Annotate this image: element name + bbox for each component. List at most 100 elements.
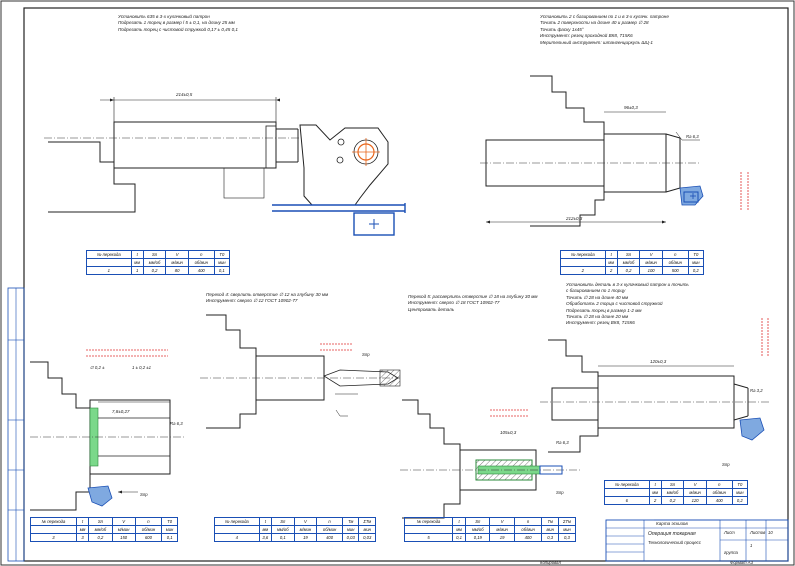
footer-copied: Копировал bbox=[540, 560, 561, 565]
title-block bbox=[605, 519, 789, 562]
title-block-sheet-count: 10 bbox=[768, 530, 773, 535]
value-cell: 600 bbox=[134, 533, 163, 542]
sketch-3: 7,8±0,27 Sпр Ra 6,3 ∅ 0,2 ± 1 ± 0,2 ±1 bbox=[30, 349, 186, 511]
th-n: n bbox=[316, 517, 344, 526]
value-cell: 2 bbox=[648, 496, 662, 505]
value-cell: 400 bbox=[316, 533, 344, 542]
value-cell: 400 bbox=[187, 266, 215, 275]
note-line: Точить 2 поверхности на длине 40 и разме… bbox=[540, 20, 649, 26]
th-s: Sп bbox=[465, 517, 491, 526]
unit-cell: мин bbox=[161, 525, 178, 534]
unit-cell: мин bbox=[342, 525, 360, 534]
th-v: V bbox=[165, 250, 189, 259]
unit-cell: об/мин bbox=[661, 258, 689, 267]
note-line: Инструмент: сверло ∅ 12 ГОСТ 10902-77 bbox=[206, 298, 298, 304]
value-cell: 0,3 bbox=[541, 533, 559, 542]
unit-cell: мин bbox=[358, 525, 376, 534]
unit-cell: мм/об bbox=[142, 258, 167, 267]
note-mid-left: Переход 4: сверлить отверстие ∅ 12 на гл… bbox=[206, 292, 328, 305]
value-cell: 3 bbox=[75, 533, 90, 542]
unit-cell: мм/об bbox=[270, 525, 295, 534]
note-line: Подрезать торец с чистовой стружкой 0,17… bbox=[118, 26, 238, 32]
unit-cell: мин bbox=[731, 488, 749, 497]
value-cell: 0,2 bbox=[731, 496, 749, 505]
value-cell: 2 bbox=[604, 266, 618, 275]
note-line: Точить ∅ 28 на длине 20 мм bbox=[566, 314, 629, 320]
th-t: t bbox=[130, 250, 144, 259]
th-t: t bbox=[258, 517, 272, 526]
unit-cell: мин bbox=[557, 525, 577, 534]
unit-cell: мм/об bbox=[616, 258, 641, 267]
title-block-subtitle: Технологический процесс bbox=[648, 540, 701, 545]
mode-table-2: № перехода t Sп V n T0 мм мм/об м/мин об… bbox=[560, 250, 705, 275]
value-cell: 400 bbox=[513, 533, 543, 542]
th-v: V bbox=[293, 517, 318, 526]
feed-label-3: Sпр bbox=[556, 490, 564, 495]
unit-cell: м/мин bbox=[293, 525, 318, 534]
value-cell: 2 bbox=[560, 266, 606, 275]
dim-d4: 105±0,3 bbox=[500, 430, 517, 435]
unit-cell: мм/об bbox=[88, 525, 113, 534]
unit-cell: мин bbox=[213, 258, 231, 267]
note-line: Инструмент: сверло ∅ 18 ГОСТ 10902-77 bbox=[408, 300, 500, 306]
th-v: V bbox=[489, 517, 515, 526]
value-cell: 0,1 bbox=[213, 266, 231, 275]
note-line: с базированием по 1 торцу bbox=[566, 288, 626, 294]
unit-cell: мин bbox=[687, 258, 705, 267]
dim-d2: 96±0,3 bbox=[624, 105, 638, 110]
th-step: № перехода bbox=[604, 480, 650, 489]
unit-cell: м/мин bbox=[489, 525, 515, 534]
th-n: n bbox=[513, 517, 543, 526]
unit-cell: м/мин bbox=[165, 258, 189, 267]
unit-cell: об/мин bbox=[187, 258, 215, 267]
value-cell: 0,19 bbox=[465, 533, 491, 542]
unit-cell bbox=[560, 258, 606, 267]
note-mid-center: Переход 5: рассверлить отверстие ∅ 18 на… bbox=[408, 294, 538, 313]
title-block-title: Операция токарная bbox=[648, 531, 696, 537]
roughness-2: Ra 6,3 bbox=[170, 421, 183, 426]
unit-cell: мм bbox=[75, 525, 90, 534]
th-s: Sп bbox=[142, 250, 167, 259]
value-cell: 0,1 bbox=[161, 533, 178, 542]
unit-cell: мм bbox=[258, 525, 272, 534]
value-cell: 0,1 bbox=[451, 533, 467, 542]
value-cell: 3 bbox=[30, 533, 77, 542]
value-cell: 0,2 bbox=[142, 266, 167, 275]
sketch-5: 105±0,3 Ra 6,3 Sпр bbox=[400, 399, 580, 519]
sketch-2: 212±0,3 96±0,3 Ra 6,3 bbox=[480, 75, 749, 227]
th-t: t bbox=[75, 517, 90, 526]
unit-cell bbox=[86, 258, 132, 267]
th-sum-tm: ΣТм bbox=[557, 517, 577, 526]
note-top-right: Установить 2 с базированием по 1 и в 3-х… bbox=[540, 14, 669, 46]
th-s: Sп bbox=[660, 480, 685, 489]
note-line: Установить 2 с базированием по 1 и в 3-х… bbox=[540, 14, 669, 19]
unit-cell: м/мин bbox=[639, 258, 663, 267]
dim-d6: 7,8±0,27 bbox=[112, 409, 130, 414]
small-dim-a: ∅ 0,2 ± bbox=[90, 365, 105, 370]
footer-format: Формат А3 bbox=[730, 560, 753, 565]
unit-cell: мм/об bbox=[660, 488, 685, 497]
unit-cell: мин bbox=[541, 525, 559, 534]
th-n: n bbox=[661, 250, 689, 259]
drawing-frame bbox=[23, 7, 789, 562]
th-t: t bbox=[648, 480, 662, 489]
value-cell: 6 bbox=[604, 496, 650, 505]
note-line: Мерительный инструмент: штангенциркуль Ш… bbox=[540, 39, 653, 45]
title-block-sheet-label: Лист bbox=[724, 530, 735, 535]
value-cell: 5 bbox=[404, 533, 453, 542]
th-s: Sп bbox=[270, 517, 295, 526]
value-cell: 1 bbox=[86, 266, 132, 275]
note-line: Установить 635 в 3-х кулачковый патрон bbox=[118, 14, 210, 19]
th-step: № перехода bbox=[560, 250, 606, 259]
th-step: № перехода bbox=[86, 250, 132, 259]
unit-cell: об/мин bbox=[705, 488, 733, 497]
value-cell: 3,6 bbox=[258, 533, 272, 542]
value-cell: 500 bbox=[661, 266, 689, 275]
unit-cell: м/мин bbox=[111, 525, 136, 534]
sketch-4: Sпр bbox=[200, 314, 401, 429]
mode-table-6: № перехода t Sп V n T0 мм мм/об м/мин об… bbox=[604, 480, 749, 505]
th-tm: Тм bbox=[541, 517, 559, 526]
th-step: № перехода bbox=[30, 517, 77, 526]
note-line: Переход 5: рассверлить отверстие ∅ 18 на… bbox=[408, 294, 538, 299]
